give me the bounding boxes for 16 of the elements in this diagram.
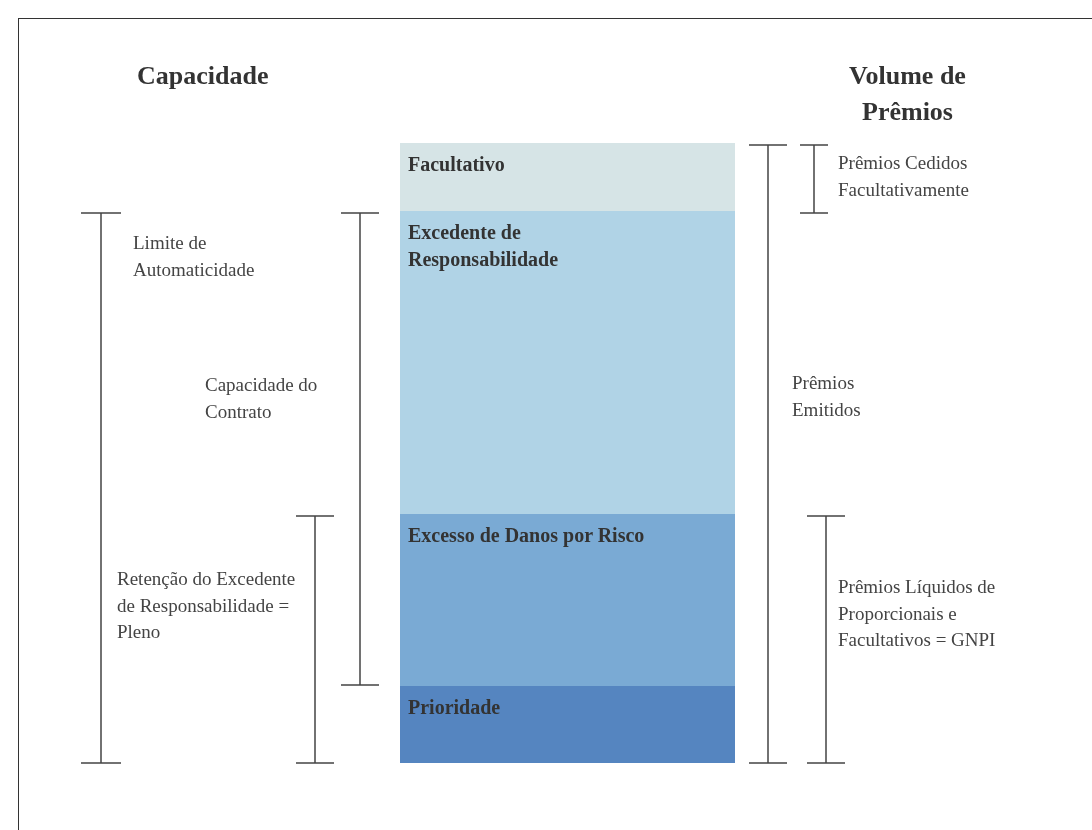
layer-label: Facultativo: [408, 152, 506, 177]
layer-band: [400, 514, 735, 686]
layer-label: Excedente de Responsabilidade: [408, 220, 560, 273]
bracket-label: Retenção do Excedente de Responsabilidade = Pleno: [117, 567, 297, 645]
layer-band: [400, 686, 735, 763]
column-heading: Volume de Prêmios: [848, 60, 967, 129]
bracket-label: Capacidade do Contrato: [205, 373, 319, 424]
bracket-label: Prêmios Emitidos: [792, 371, 862, 422]
bracket-label: Limite de Automaticidade: [133, 231, 256, 282]
layer-label: Prioridade: [408, 695, 502, 720]
bracket-label: Prêmios Líquidos de Proporcionais e Facultativos = GNPI: [838, 575, 997, 653]
column-heading: Capacidade: [137, 60, 270, 92]
layer-band: [400, 211, 735, 514]
layer-label: Excesso de Danos por Risco: [408, 523, 646, 549]
layer-band: [400, 143, 735, 211]
bracket-label: Prêmios Cedidos Facultativamente: [838, 151, 970, 202]
